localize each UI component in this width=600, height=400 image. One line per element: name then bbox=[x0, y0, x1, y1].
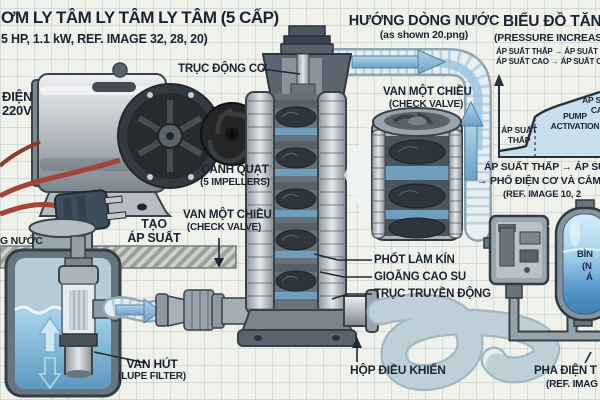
suction-valve-label: VAN HÚT (LUPE FILTER) bbox=[112, 357, 192, 383]
check-valve-top-title: VAN MỘT CHIỀU bbox=[383, 86, 472, 98]
chart-footer3: (REF. IMAGE 10, 2 bbox=[503, 189, 581, 200]
seal-label: PHỐT LÀM KÍN bbox=[374, 254, 455, 266]
chart-footer1: ÁP SUẤT THẤP → ÁP SUẤT T bbox=[484, 161, 600, 173]
discharge-hose-illustration bbox=[366, 293, 560, 391]
impeller-sub: (5 IMPELLERS) bbox=[200, 176, 270, 188]
check-valve-inlet-title: VAN MỘT CHIỀU bbox=[183, 209, 272, 221]
leader-lines bbox=[93, 68, 592, 364]
pressure-make-line1: TẠO bbox=[141, 217, 167, 231]
gasket-label: GIOĂNG CAO SU bbox=[374, 271, 466, 283]
impeller-title: CÁNH QUẠT bbox=[201, 164, 269, 176]
suction-valve-sub: (LUPE FILTER) bbox=[118, 371, 186, 383]
flow-arrow-right-icon bbox=[351, 49, 447, 75]
flow-direction-title: HƯỚNG DÒNG NƯỚC bbox=[348, 13, 500, 29]
pressure-chart bbox=[494, 74, 600, 158]
bottom-right-label2: (REF. IMAG bbox=[546, 379, 598, 390]
water-source-label: G NƯỚC bbox=[0, 235, 43, 247]
detail-callout-wedge bbox=[344, 115, 372, 235]
chart-title: BIỂU ĐỒ TĂNG ÁP bbox=[503, 13, 600, 30]
pressure-tank-label-frag3: Á bbox=[586, 272, 593, 283]
chart-note1: ÁP SUẤT THẤP → ÁP SUẤT TR bbox=[496, 47, 600, 56]
inlet-check-valve-illustration bbox=[155, 289, 251, 331]
chart-note2: ÁP SUẤT CAO → ÁP SUẤT CƯ bbox=[496, 57, 600, 66]
pressure-tank-label-frag1: BÌN bbox=[577, 249, 593, 260]
check-valve-detail-illustration bbox=[371, 107, 463, 241]
motor-shaft-label: TRỤC ĐỘNG CƠ bbox=[178, 63, 267, 75]
check-valve-inlet-label: VAN MỘT CHIỀU (CHECK VALVE) bbox=[183, 209, 272, 233]
tank-flow-arrows-icon bbox=[37, 316, 63, 390]
page-subtitle: 5 HP, 1.1 kW, REF. IMAGE 32, 28, 20) bbox=[1, 32, 208, 46]
pressure-make-line2: ÁP SUẤT bbox=[127, 230, 181, 245]
pressure-tank-illustration bbox=[554, 199, 600, 327]
page-title: ƠM LY TÂM LY TÂM LY TÂM (5 CẤP) bbox=[1, 8, 279, 27]
chart-label-high: ÁP SUẤT CAO bbox=[582, 95, 600, 115]
inlet-flow-arrow-icon bbox=[115, 298, 162, 324]
pump-cutaway-illustration bbox=[237, 25, 379, 347]
drive-shaft-label: TRỤC TRUYỀN ĐỘNG bbox=[374, 288, 491, 300]
flow-direction-sub: (as shown 20.png) bbox=[379, 28, 469, 41]
impeller-label: CÁNH QUẠT (5 IMPELLERS) bbox=[196, 164, 274, 188]
power-label-line1: ĐIỆN bbox=[2, 89, 33, 104]
flow-direction-label: HƯỚNG DÒNG NƯỚC (as shown 20.png) bbox=[340, 13, 508, 41]
check-valve-inlet-sub: (CHECK VALVE) bbox=[186, 221, 262, 233]
pressure-switch-illustration bbox=[483, 214, 550, 299]
control-box-label: HỘP ĐIỀU KHIỂN bbox=[350, 363, 446, 377]
flow-arrow-up-icon bbox=[458, 100, 484, 181]
pressure-make-label: TẠO ÁP SUẤT bbox=[126, 217, 182, 246]
power-label: ĐIỆN 220V bbox=[2, 89, 33, 119]
chart-label-pump-activation: PUMP ACTIVATION bbox=[550, 111, 600, 131]
check-valve-top-label: VAN MỘT CHIỀU (CHECK VALVE) bbox=[383, 86, 472, 110]
suction-filter-illustration bbox=[58, 257, 120, 378]
chart-label-low: ÁP SUẤT THẤP bbox=[501, 125, 537, 145]
check-valve-top-sub: (CHECK VALVE) bbox=[388, 98, 464, 110]
control-box-arrowhead bbox=[352, 337, 362, 348]
suction-valve-title: VAN HÚT bbox=[126, 357, 178, 371]
power-cable-illustration bbox=[0, 140, 121, 217]
pump-stages bbox=[275, 100, 318, 299]
power-label-line2: 220V bbox=[2, 103, 32, 119]
chart-footer2: → PHỐ ĐIỆN CƠ VÀ CẢM BIẾN bbox=[477, 175, 600, 187]
bottom-right-label1: PHA ĐIỆN T bbox=[534, 365, 597, 377]
chart-subtitle: (PRESSURE INCREASE D bbox=[494, 32, 600, 44]
pressure-tank-label-frag2: (N bbox=[582, 261, 592, 272]
inlet-valve-arrowhead bbox=[214, 258, 224, 268]
motor-illustration bbox=[31, 62, 223, 217]
